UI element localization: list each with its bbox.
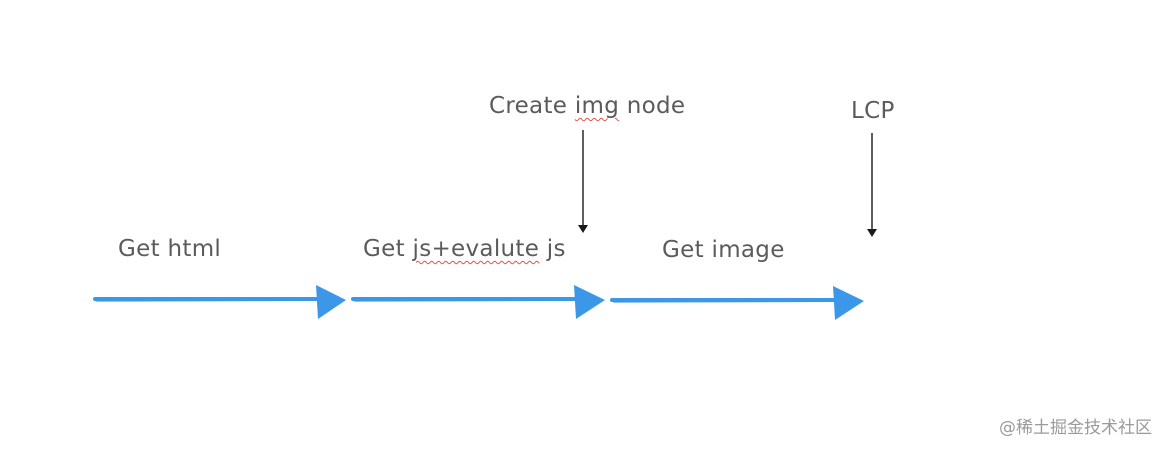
marker-label-underlined: img [574,93,620,119]
marker-label-prefix: Create [489,93,575,119]
timeline-arrow-get-image [610,286,864,320]
step-label-get-js-evaluate-js: Get js+evalute js [363,236,566,262]
step-label-underlined: js+evalute [412,236,540,262]
marker-arrow-lcp [867,133,877,237]
step-label-get-image: Get image [662,237,785,263]
watermark: @稀土掘金技术社区 [999,418,1152,438]
timeline-arrow-get-html [93,285,346,319]
marker-label-lcp: LCP [851,98,895,124]
step-label-get-html: Get html [118,236,222,262]
marker-label-suffix: node [619,93,686,119]
marker-label-create-img-node: Create img node [489,93,685,119]
timeline-arrow-get-js [351,285,605,319]
step-label-suffix: js [539,236,566,262]
step-label-prefix: Get [363,236,413,262]
marker-arrow-create-img-node [578,130,588,233]
